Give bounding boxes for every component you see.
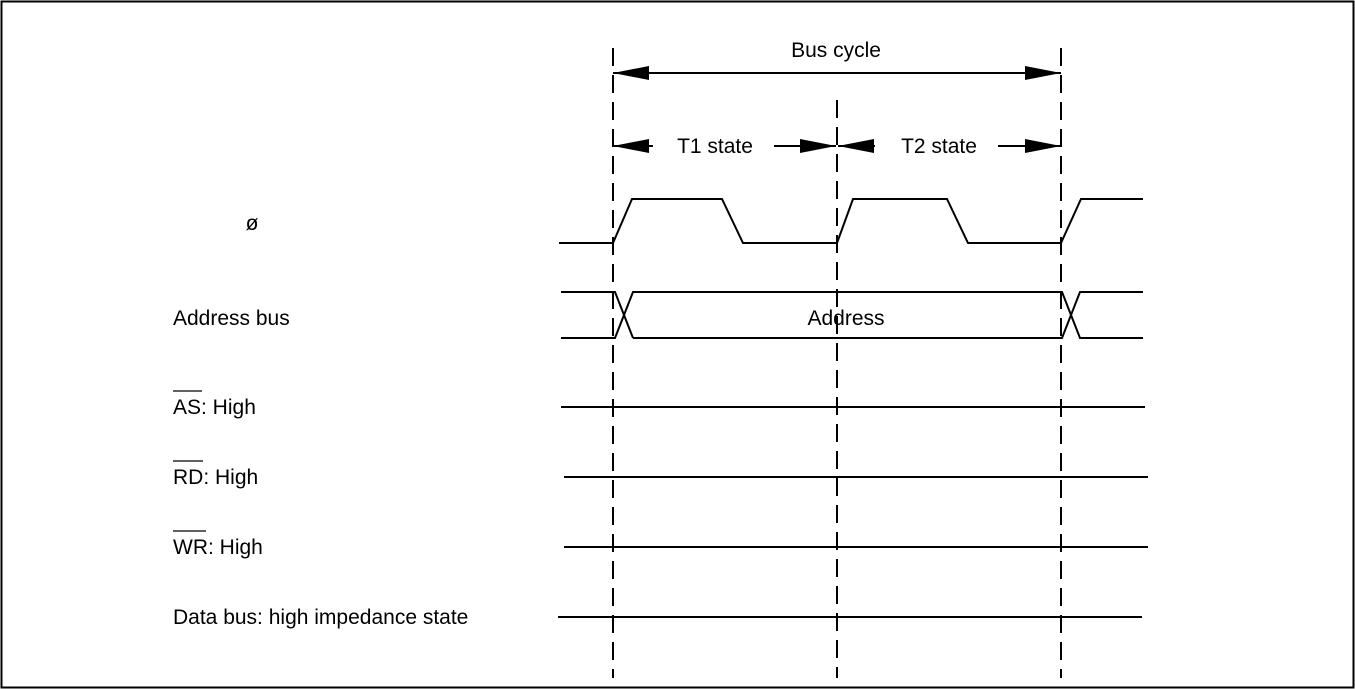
t1-state-label: T1 state: [677, 135, 753, 158]
wr-signal-state: : High: [208, 536, 263, 559]
address-bus-bottom: [561, 291, 1143, 339]
clock-waveform: [559, 198, 1143, 244]
address-value: Address: [807, 307, 884, 330]
wr-signal-name: WR: [173, 536, 208, 559]
address-bus-bottom-2: [633, 291, 1143, 339]
t2-state-label: T2 state: [901, 135, 977, 158]
as-signal-name: AS: [173, 396, 201, 419]
wr-label: WR: High: [173, 536, 263, 559]
data-bus-label: Data bus: high impedance state: [173, 606, 468, 629]
rd-label: RD: High: [173, 466, 258, 489]
address-bus-label: Address bus: [173, 307, 290, 330]
as-signal-state: : High: [201, 396, 256, 419]
clock-label: ø: [246, 212, 259, 235]
address-bus-top: [561, 291, 634, 339]
bus-cycle-label: Bus cycle: [791, 39, 881, 62]
rd-signal-state: : High: [203, 466, 258, 489]
as-label: AS: High: [173, 396, 256, 419]
rd-signal-name: RD: [173, 466, 203, 489]
